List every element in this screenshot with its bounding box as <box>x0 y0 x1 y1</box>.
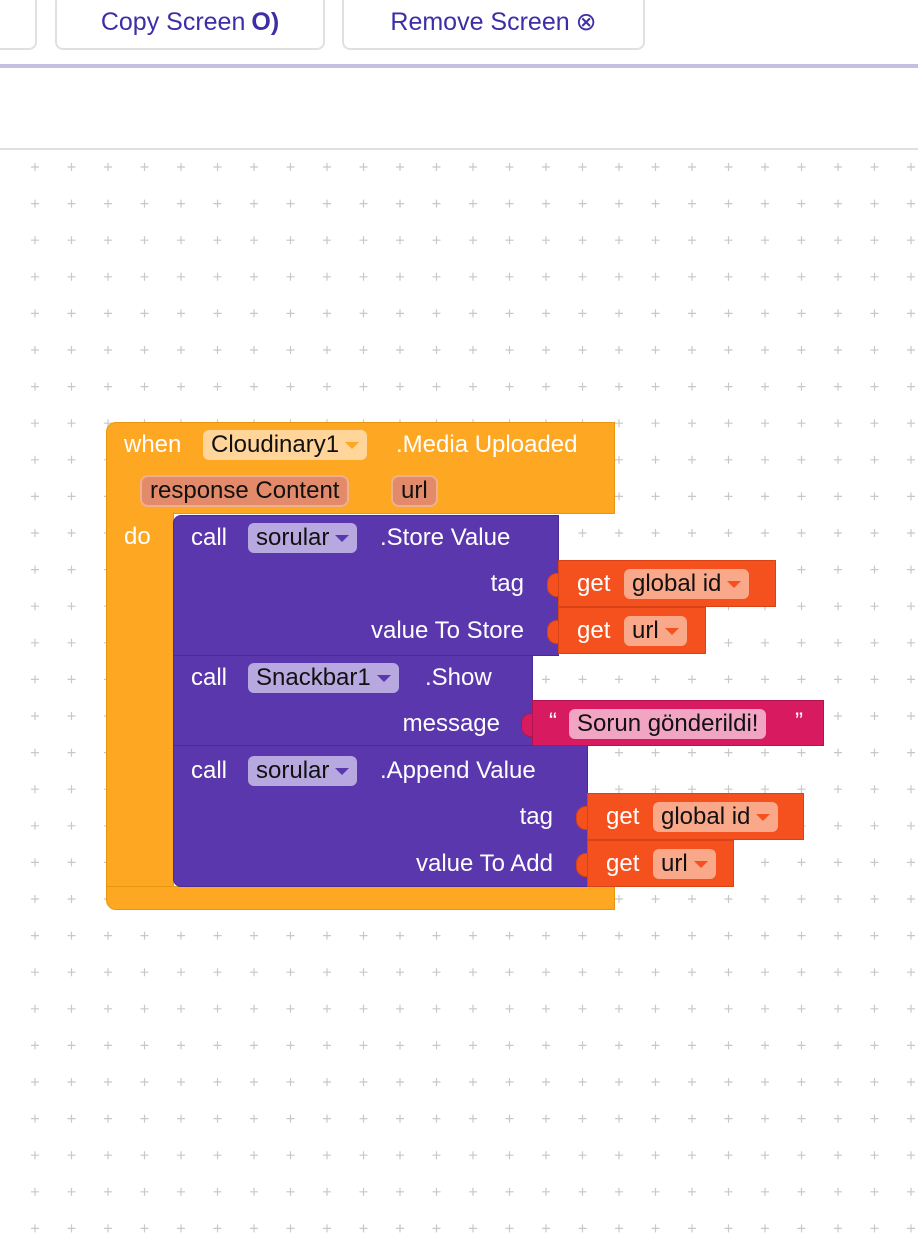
get-label: get <box>606 850 640 877</box>
close-quote: ” <box>795 708 803 735</box>
open-quote: “ <box>549 708 557 735</box>
call-label: call <box>191 757 228 784</box>
text-value: Sorun gönderildi! <box>577 710 759 737</box>
chevron-down-icon <box>376 674 391 682</box>
copy-screen-label: Copy Screen <box>100 7 246 36</box>
variable-name: global id <box>661 803 751 830</box>
remove-screen-label: Remove Screen <box>390 7 570 36</box>
component-name: Cloudinary1 <box>211 431 340 458</box>
component-name: sorular <box>256 757 330 784</box>
copy-icon: O) <box>251 7 280 36</box>
get-url-block[interactable]: get url <box>547 607 706 654</box>
variable-dropdown[interactable]: global id <box>624 569 750 599</box>
chevron-down-icon <box>756 813 771 821</box>
get-label: get <box>577 617 611 644</box>
component-dropdown[interactable]: Snackbar1 <box>248 663 399 693</box>
chevron-down-icon <box>335 534 350 542</box>
method-name: .Append Value <box>380 757 536 784</box>
arg-label: value To Store <box>371 617 524 644</box>
get-label: get <box>577 570 611 597</box>
text-field[interactable]: Sorun gönderildi! <box>569 709 767 739</box>
chevron-down-icon <box>693 860 708 868</box>
component-dropdown[interactable]: Cloudinary1 <box>203 430 368 460</box>
remove-screen-button[interactable]: Remove Screen ⊗ <box>342 0 645 50</box>
event-name: .Media Uploaded <box>396 431 578 458</box>
param-response-content[interactable]: response Content <box>140 475 350 507</box>
component-name: sorular <box>256 524 330 551</box>
divider <box>0 64 918 68</box>
chevron-down-icon <box>335 767 350 775</box>
chevron-down-icon <box>727 580 742 588</box>
arg-label: value To Add <box>415 850 553 877</box>
component-dropdown[interactable]: sorular <box>248 756 358 786</box>
call-label: call <box>191 524 228 551</box>
get-url-block[interactable]: get url <box>576 840 734 887</box>
arg-label: tag <box>490 570 524 597</box>
divider <box>0 148 918 150</box>
do-label: do <box>124 523 151 550</box>
previous-button[interactable] <box>0 0 37 50</box>
store-value-block[interactable]: call sorular .Store Value tag value To S… <box>173 515 559 656</box>
append-value-block[interactable]: call sorular .Append Value tag value To … <box>173 745 588 887</box>
chevron-down-icon <box>345 441 360 449</box>
text-block[interactable]: “ Sorun gönderildi! ” <box>521 700 824 746</box>
snackbar-show-block[interactable]: call Snackbar1 .Show message <box>173 655 533 746</box>
get-global-id-block[interactable]: get global id <box>547 560 776 607</box>
variable-name: global id <box>632 570 722 597</box>
variable-name: url <box>661 850 688 877</box>
variable-dropdown[interactable]: url <box>624 616 687 646</box>
param-url[interactable]: url <box>391 475 438 507</box>
get-label: get <box>606 803 640 830</box>
method-name: .Store Value <box>380 524 511 551</box>
variable-dropdown[interactable]: global id <box>653 802 779 832</box>
component-dropdown[interactable]: sorular <box>248 523 358 553</box>
chevron-down-icon <box>664 627 679 635</box>
when-label: when <box>124 431 182 458</box>
variable-dropdown[interactable]: url <box>653 849 716 879</box>
close-circle-icon: ⊗ <box>575 8 597 36</box>
variable-name: url <box>632 617 659 644</box>
get-global-id-block[interactable]: get global id <box>576 793 804 840</box>
method-name: .Show <box>425 664 492 691</box>
call-label: call <box>191 664 228 691</box>
arg-label: message <box>402 710 500 737</box>
component-name: Snackbar1 <box>256 664 371 691</box>
copy-screen-button[interactable]: Copy Screen O) <box>55 0 325 50</box>
arg-label: tag <box>519 803 553 830</box>
